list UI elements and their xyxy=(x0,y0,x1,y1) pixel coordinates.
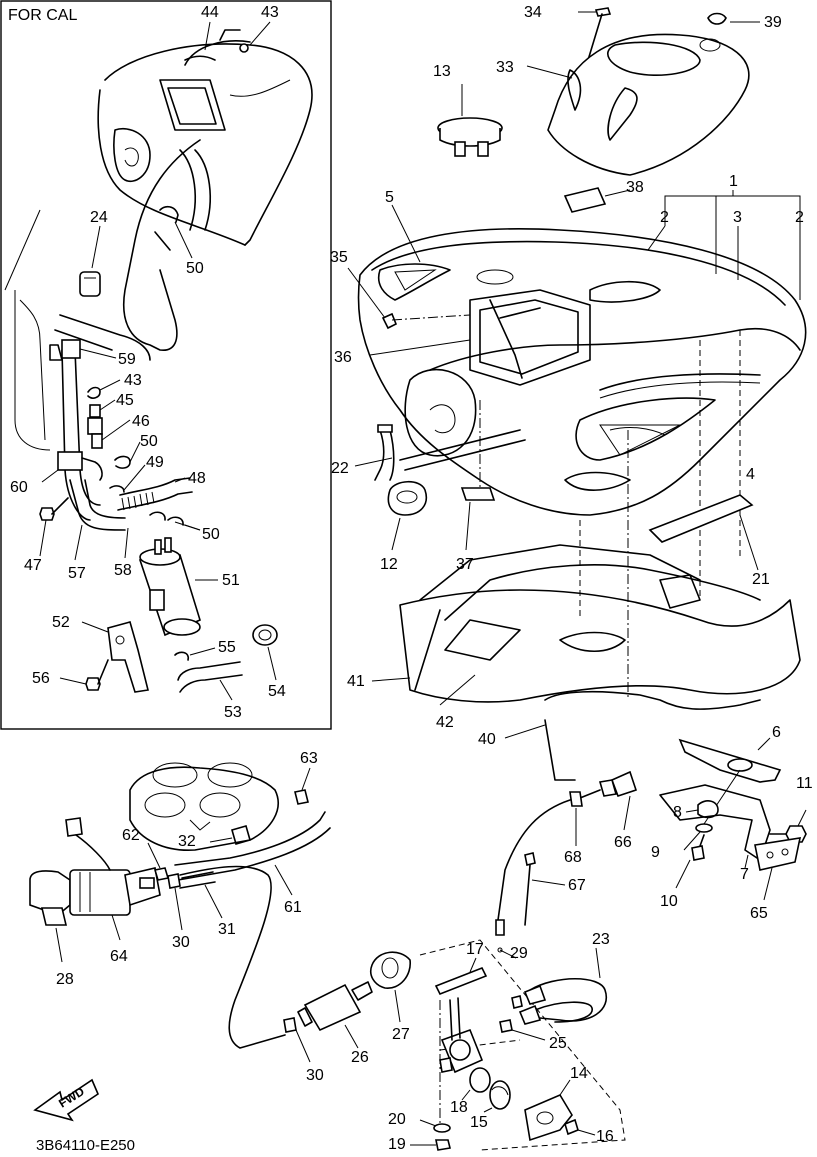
callout-48: 48 xyxy=(188,470,206,487)
callout-43: 43 xyxy=(261,4,279,21)
callout-50: 50 xyxy=(140,433,158,450)
callout-18: 18 xyxy=(450,1099,468,1116)
callout-45: 45 xyxy=(116,392,134,409)
callout-42: 42 xyxy=(436,714,454,731)
callout-3: 3 xyxy=(733,209,742,226)
callout-52: 52 xyxy=(52,614,70,631)
callout-4: 4 xyxy=(746,466,755,483)
callout-55: 55 xyxy=(218,639,236,656)
callout-13: 13 xyxy=(433,63,451,80)
callout-51: 51 xyxy=(222,572,240,589)
callout-28: 28 xyxy=(56,971,74,988)
rear-bracket-6 xyxy=(678,737,782,831)
callout-15: 15 xyxy=(470,1114,488,1131)
fuel-tank-drawing xyxy=(357,204,807,600)
tank-top-cover xyxy=(526,33,750,176)
callout-1: 1 xyxy=(729,173,738,190)
callout-50: 50 xyxy=(202,526,220,543)
callout-21: 21 xyxy=(752,571,770,588)
callout-2: 2 xyxy=(660,209,669,226)
callout-12: 12 xyxy=(380,556,398,573)
callout-labels: 44 43 24 50 59 43 45 46 50 49 48 60 50 4… xyxy=(10,4,813,1153)
callout-53: 53 xyxy=(224,704,242,721)
fuel-pump-drawing xyxy=(138,537,201,637)
callout-14: 14 xyxy=(570,1065,588,1082)
callout-65: 65 xyxy=(750,905,768,922)
callout-35: 35 xyxy=(330,249,348,266)
callout-67: 67 xyxy=(568,877,586,894)
callout-61: 61 xyxy=(284,899,302,916)
callout-49: 49 xyxy=(146,454,164,471)
callout-25: 25 xyxy=(549,1035,567,1052)
callout-43: 43 xyxy=(124,372,142,389)
callout-50: 50 xyxy=(186,260,204,277)
callout-66: 66 xyxy=(614,834,632,851)
callout-62: 62 xyxy=(122,827,140,844)
callout-59: 59 xyxy=(118,351,136,368)
heat-shield-plates xyxy=(399,544,801,703)
callout-46: 46 xyxy=(132,413,150,430)
callout-34: 34 xyxy=(524,4,542,21)
callout-58: 58 xyxy=(114,562,132,579)
callout-57: 57 xyxy=(68,565,86,582)
callout-54: 54 xyxy=(268,683,286,700)
forward-direction-indicator: FWD xyxy=(33,1078,99,1122)
callout-24: 24 xyxy=(90,209,108,226)
cal-inset: FOR CAL xyxy=(0,0,332,730)
callout-47: 47 xyxy=(24,557,42,574)
filler-cap xyxy=(437,84,503,157)
callout-17: 17 xyxy=(466,941,484,958)
callout-5: 5 xyxy=(385,189,394,206)
callout-29: 29 xyxy=(510,945,528,962)
diagram-code: 3B64110-E250 xyxy=(36,1137,135,1154)
callout-16: 16 xyxy=(596,1128,614,1145)
callout-10: 10 xyxy=(660,893,678,910)
inset-title: FOR CAL xyxy=(8,7,77,24)
callout-44: 44 xyxy=(201,4,219,21)
callout-8: 8 xyxy=(673,804,682,821)
callout-39: 39 xyxy=(764,14,782,31)
callout-33: 33 xyxy=(496,59,514,76)
fuel-filter xyxy=(297,981,373,1032)
callout-9: 9 xyxy=(651,844,660,861)
callout-41: 41 xyxy=(347,673,365,690)
callout-20: 20 xyxy=(388,1111,406,1128)
callout-31: 31 xyxy=(218,921,236,938)
callout-40: 40 xyxy=(478,731,496,748)
callout-22: 22 xyxy=(331,460,349,477)
callout-2: 2 xyxy=(795,209,804,226)
callout-11: 11 xyxy=(796,775,813,792)
callout-60: 60 xyxy=(10,479,28,496)
callout-6: 6 xyxy=(772,724,781,741)
callout-36: 36 xyxy=(334,349,352,366)
fuel-pump-assembly xyxy=(29,817,161,926)
callout-30: 30 xyxy=(306,1067,324,1084)
fuel-petcock xyxy=(439,997,484,1074)
callout-64: 64 xyxy=(110,948,128,965)
callout-23: 23 xyxy=(592,931,610,948)
callout-30: 30 xyxy=(172,934,190,951)
callout-26: 26 xyxy=(351,1049,369,1066)
callout-68: 68 xyxy=(564,849,582,866)
callout-63: 63 xyxy=(300,750,318,767)
inset-tank-drawing xyxy=(97,29,313,246)
callout-38: 38 xyxy=(626,179,644,196)
callout-19: 19 xyxy=(388,1136,406,1153)
callout-7: 7 xyxy=(740,866,749,883)
callout-32: 32 xyxy=(178,833,196,850)
callout-56: 56 xyxy=(32,670,50,687)
callout-37: 37 xyxy=(456,556,474,573)
callout-27: 27 xyxy=(392,1026,410,1043)
